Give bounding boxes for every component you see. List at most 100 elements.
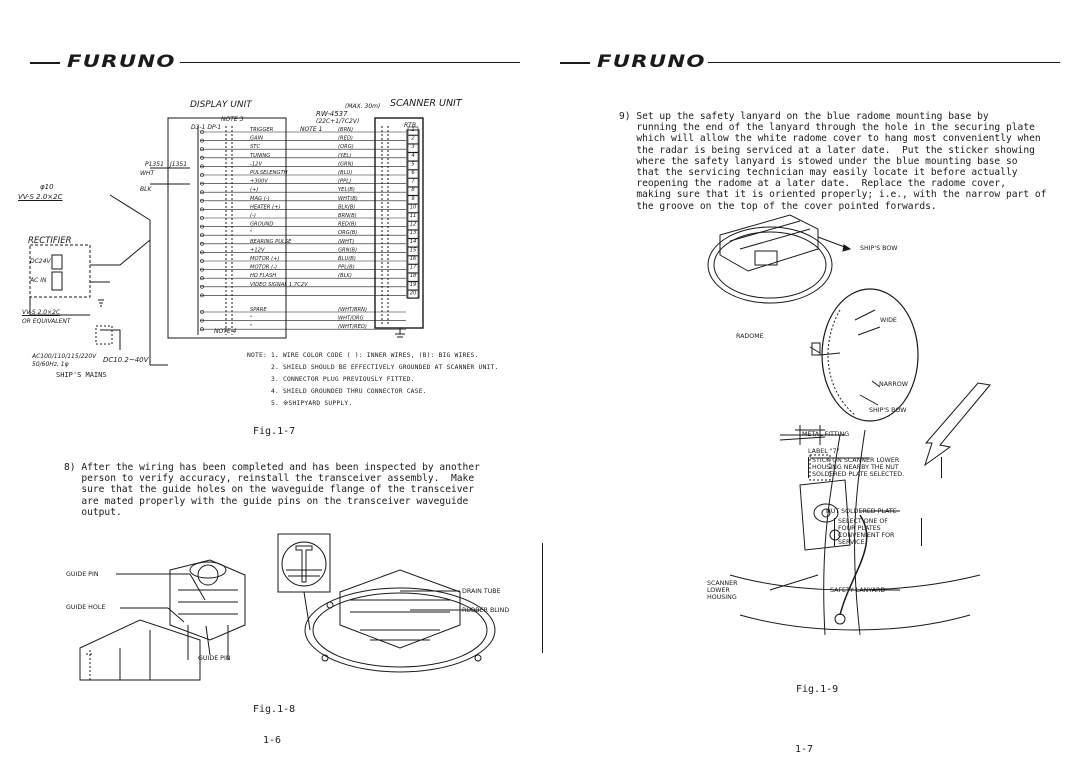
rtb-terminal [407, 290, 419, 299]
right-page: FURUNO 9) Set up the safety lanyard on t… [540, 0, 1080, 763]
sticker-note-box: STICK ON SCANNER LOWER HOUSING NEARBY TH… [808, 457, 942, 478]
sticker-line-2: HOUSING NEARBY THE NUT [812, 464, 899, 471]
signal-name: MOTOR (+) [250, 256, 279, 262]
wire-color: (YEL) [338, 153, 351, 159]
connector-pin [200, 207, 204, 212]
wide-label: WIDE [880, 317, 897, 324]
ships-bow-bottom-label: SHIP'S BOW [869, 407, 907, 414]
signal-name: STC [250, 144, 260, 150]
ships-bow-top-label: SHIP'S BOW [860, 245, 898, 252]
wire-color: (BLK) [338, 273, 352, 279]
hz-label: 50/60Hz, 1φ [32, 361, 69, 368]
connector-pin [200, 259, 204, 263]
signal-name: MOTOR (-) [250, 265, 277, 271]
rtb-terminal-number: 19 [410, 282, 417, 288]
connector-pin [200, 241, 204, 246]
wire-color: BRN(B) [338, 213, 357, 219]
rtb-terminal-number: 14 [410, 239, 417, 245]
connector-pin [200, 216, 204, 220]
signal-name: GROUND [250, 222, 273, 228]
rtb-terminal-number: 5 [411, 161, 415, 167]
connector-pin [200, 198, 204, 203]
scanner-lower-line-1: SCANNER [707, 580, 738, 587]
select-line-3: CONVENIENT FOR [838, 532, 895, 539]
rtb-terminal-number: 20 [410, 290, 417, 296]
select-line-2: FOUR PLATES [838, 525, 881, 532]
left-page: FURUNO [18, 52, 520, 746]
wire-color: BLK(B) [338, 204, 355, 210]
metal-fitting-label: METAL FITTING [802, 431, 850, 438]
fig-1-9-illustration [707, 214, 991, 636]
signal-name: +12V [250, 247, 265, 253]
connector-pin [200, 155, 204, 160]
signal-name: " [250, 230, 252, 236]
note-5: 5. ※SHIPYARD SUPPLY. [271, 400, 353, 407]
signal-rows: TRIGGER(BRN)1GAIN(RED)2STC(ORG)3TUNING(Y… [200, 126, 419, 332]
safety-lanyard-label: SAFETY LANYARD [830, 587, 886, 594]
connector-pin [200, 147, 204, 152]
note3-tag: NOTE 3 [221, 116, 244, 123]
scanner-lower-line-2: LOWER [707, 587, 730, 594]
phi10-label: φ10 [40, 183, 54, 191]
wiring-diagram: TRIGGER(BRN)1GAIN(RED)2STC(ORG)3TUNING(Y… [29, 117, 424, 366]
step-9-text: 9) Set up the safety lanyard on the blue… [619, 111, 1047, 212]
connector-pin [200, 310, 204, 314]
signal-name: (-) [250, 213, 256, 219]
note-3: 3. CONNECTOR PLUG PREVIOUSLY FITTED. [271, 376, 415, 383]
wire-color: (GRN) [338, 161, 354, 167]
furuno-logo: FURUNO [67, 52, 176, 72]
rtb-terminal [407, 169, 419, 179]
rtb-terminal-number: 17 [410, 265, 417, 271]
signal-name: +300V [250, 179, 268, 185]
wht-label: WHT [140, 170, 155, 177]
display-unit-title: DISPLAY UNIT [190, 100, 252, 110]
scanner-unit-title: SCANNER UNIT [390, 98, 462, 109]
right-page-number: 1-7 [795, 744, 814, 755]
connector-pin [200, 224, 204, 229]
rtb-terminal-number: 6 [411, 170, 415, 176]
connector-pin [200, 190, 204, 195]
signal-name: " [250, 324, 252, 330]
rtb-terminal [407, 143, 419, 153]
connector-pin [200, 250, 204, 255]
connector-pin [200, 164, 204, 169]
fig-1-8-caption: Fig.1-8 [253, 704, 296, 715]
signal-name: GAIN [250, 136, 263, 142]
wire-color: ORG(B) [338, 230, 357, 236]
vv-cable-top: VV-S 2.0×2C [18, 193, 63, 201]
rtb-terminal [407, 161, 419, 170]
rtb-terminal [407, 126, 419, 136]
rtb-terminal [407, 135, 419, 144]
wire-color: (WHT/BRN) [338, 307, 367, 313]
sticker-line-3: SOLDERED PLATE SELECTED. [812, 471, 905, 478]
connector-pin [200, 318, 204, 323]
note-2: 2. SHIELD SHOULD BE EFFECTIVELY GROUNDED… [271, 364, 499, 371]
select-line-4: SERVICE. [838, 539, 867, 546]
signal-name: VIDEO SIGNAL 1.7C2V [250, 282, 308, 288]
label-7: LABEL "7" [808, 448, 840, 455]
connector-pin [200, 173, 204, 177]
drain-tube-label: DRAIN TUBE [462, 588, 501, 595]
note1-tag: NOTE 1 [300, 126, 323, 133]
rtb-terminal-number: 7 [411, 179, 415, 185]
rtb-terminal-number: 16 [410, 256, 417, 262]
connector-pin [200, 181, 204, 186]
connector-pin [200, 276, 204, 281]
note-1: NOTE: 1. WIRE COLOR CODE ( ): INNER WIRE… [247, 352, 479, 359]
fig-1-8-illustration [79, 533, 496, 681]
wire-color: (PPL) [338, 179, 351, 185]
signal-name: " [250, 316, 252, 322]
guide-hole-label: GUIDE HOLE [66, 604, 106, 611]
rtb-terminal [407, 212, 419, 222]
wire-color: PPL(B) [338, 265, 355, 271]
fig-1-9-caption: Fig.1-9 [796, 684, 839, 695]
page-gutter-line [542, 543, 543, 653]
note4-tag: NOTE 4 [214, 328, 237, 335]
plug-p: P1351 [145, 161, 164, 168]
wire-color: WHT(B) [338, 196, 358, 202]
wire-color: YEL(B) [338, 187, 355, 193]
rtb-terminal [407, 178, 419, 187]
rtb-terminal [407, 204, 419, 213]
sticker-line-1: STICK ON SCANNER LOWER [812, 457, 900, 464]
scanner-lower-line-3: HOUSING [707, 594, 737, 601]
